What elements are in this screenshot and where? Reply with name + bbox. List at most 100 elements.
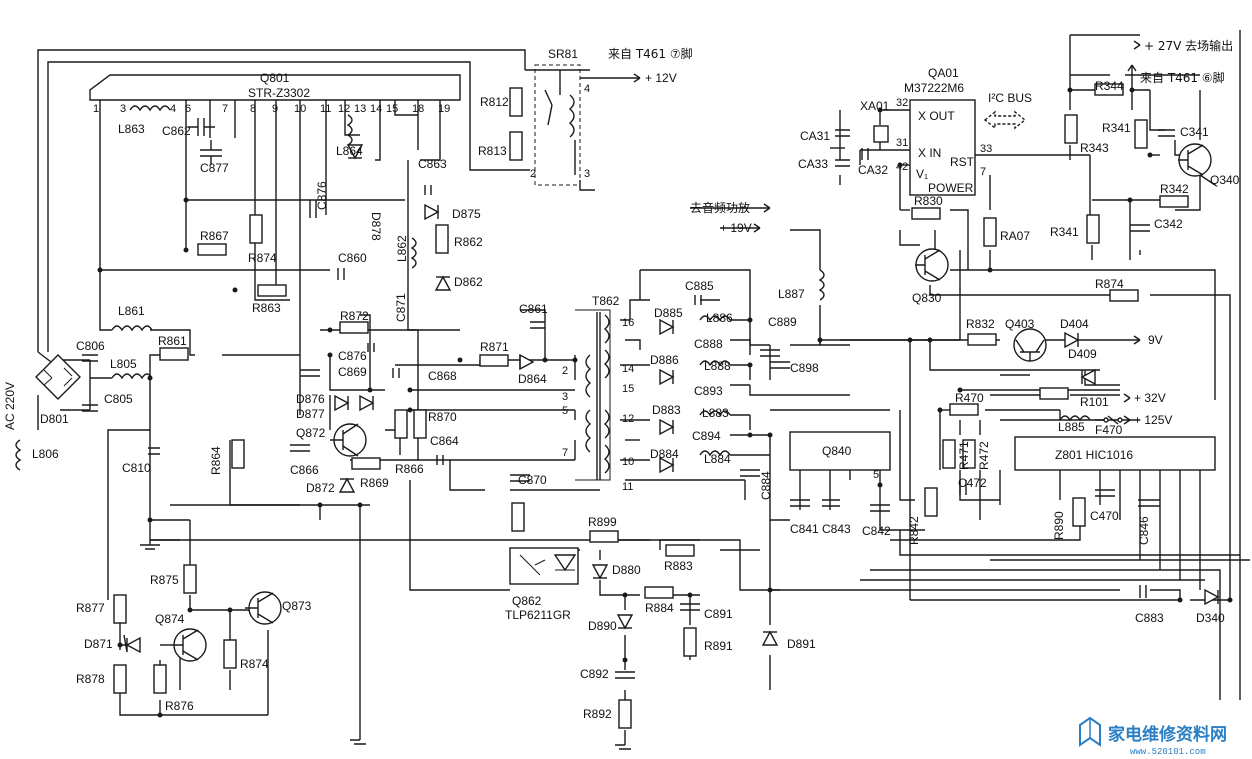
label-d884: D884 <box>650 447 679 461</box>
label-r892: R892 <box>583 707 612 721</box>
svg-text:31: 31 <box>896 137 908 149</box>
label-r341a: R341 <box>1102 121 1131 135</box>
ic-q840: Q840 5 <box>789 431 891 481</box>
label-c883: C883 <box>1135 611 1164 625</box>
watermark-name: 家电维修资料网 <box>1108 724 1227 745</box>
label-c889: C889 <box>768 315 797 329</box>
rail-12v: + 12V <box>645 71 677 85</box>
label-l864: L864 <box>336 144 363 158</box>
misc-symbols <box>140 40 1141 750</box>
label-xa01: XA01 <box>860 99 890 113</box>
label-r470: R470 <box>955 391 984 405</box>
label-r812: R812 <box>480 95 509 109</box>
label-c898: C898 <box>790 361 819 375</box>
label-c893: C893 <box>694 384 723 398</box>
rail-32v: + 32V <box>1134 391 1166 405</box>
label-r877: R877 <box>76 601 105 615</box>
svg-text:42: 42 <box>896 161 908 173</box>
svg-text:15: 15 <box>386 103 398 115</box>
label-r870: R870 <box>428 410 457 424</box>
capacitors <box>82 118 1175 679</box>
label-ca33: CA33 <box>798 157 828 171</box>
bridge-rectifier-d801 <box>35 354 81 400</box>
svg-text:3: 3 <box>584 168 590 180</box>
transformer-t862: T862 16 14 15 12 10 11 2 3 5 7 <box>562 294 634 493</box>
label-c806: C806 <box>76 339 105 353</box>
label-r342: R342 <box>1160 182 1189 196</box>
label-d883: D883 <box>652 403 681 417</box>
svg-text:5: 5 <box>562 405 568 417</box>
svg-text:12: 12 <box>338 103 350 115</box>
ic-qa01: QA01 M37222M6 X OUT X IN RST V₁ POWER 32… <box>896 66 992 196</box>
label-c888: C888 <box>694 337 723 351</box>
svg-text:14: 14 <box>370 103 382 115</box>
svg-text:5: 5 <box>873 469 879 481</box>
label-d886: D886 <box>650 353 679 367</box>
label-r867: R867 <box>200 229 229 243</box>
annotations: 来自 T461 ⑦脚 + 12V + 27V 去场输出 来自 T461 ⑥脚 去… <box>3 38 1233 430</box>
label-d864: D864 <box>518 372 547 386</box>
svg-text:11: 11 <box>320 103 331 115</box>
annotation-i2c-bus: I²C BUS <box>988 91 1032 105</box>
label-d877: D877 <box>296 407 325 421</box>
label-l886: L886 <box>706 311 733 325</box>
svg-text:16: 16 <box>622 317 634 329</box>
label-d801: D801 <box>40 412 69 426</box>
annotation-to-audio-amp: 去音频功放 <box>690 200 750 215</box>
label-c871: C871 <box>394 293 408 322</box>
label-c810: C810 <box>122 461 151 475</box>
qa01-part-label: M37222M6 <box>904 81 964 95</box>
svg-text:9: 9 <box>272 103 278 115</box>
svg-text:13: 13 <box>354 103 366 115</box>
q862-part-label: TLP6211GR <box>505 608 571 622</box>
label-d876: D876 <box>296 392 325 406</box>
label-l806: L806 <box>32 447 59 461</box>
svg-text:11: 11 <box>622 481 633 493</box>
rail-9v: 9V <box>1148 333 1163 347</box>
label-q830: Q830 <box>912 291 942 305</box>
label-c863: C863 <box>418 157 447 171</box>
svg-text:18: 18 <box>412 103 424 115</box>
label-ra07: RA07 <box>1000 229 1030 243</box>
label-r883: R883 <box>664 559 693 573</box>
label-l887: L887 <box>778 287 805 301</box>
label-r832: R832 <box>966 317 995 331</box>
svg-text:7: 7 <box>980 166 986 178</box>
label-d890: D890 <box>588 619 617 633</box>
label-c877: C877 <box>200 161 229 175</box>
label-r101: R101 <box>1080 395 1109 409</box>
svg-text:4: 4 <box>170 103 176 115</box>
label-q874: Q874 <box>155 612 185 626</box>
label-r875: R875 <box>150 573 179 587</box>
q801-ref-label: Q801 <box>260 71 290 85</box>
label-c891: C891 <box>704 607 733 621</box>
label-f470: F470 <box>1095 423 1123 437</box>
label-r874a: R874 <box>248 251 277 265</box>
label-c860: C860 <box>338 251 367 265</box>
label-r866: R866 <box>395 462 424 476</box>
svg-text:X OUT: X OUT <box>918 109 955 123</box>
label-ca31: CA31 <box>800 129 830 143</box>
svg-text:15: 15 <box>622 383 634 395</box>
label-r813: R813 <box>478 144 507 158</box>
label-d409: D409 <box>1068 347 1097 361</box>
label-ca32: CA32 <box>858 163 888 177</box>
label-c876a: C876 <box>315 181 329 210</box>
label-r874c: R874 <box>240 657 269 671</box>
qa01-ref-label: QA01 <box>928 66 959 80</box>
label-d340: D340 <box>1196 611 1225 625</box>
diodes <box>123 144 1220 654</box>
ic-z801: Z801 HIC1016 <box>1014 436 1216 471</box>
label-q403: Q403 <box>1005 317 1035 331</box>
label-r891: R891 <box>704 639 733 653</box>
label-r869: R869 <box>360 476 389 490</box>
resistors <box>113 83 1189 729</box>
label-r861: R861 <box>158 334 187 348</box>
label-l805: L805 <box>110 357 137 371</box>
label-r842: R842 <box>907 516 921 545</box>
svg-text:POWER: POWER <box>928 181 974 195</box>
label-c885: C885 <box>685 279 714 293</box>
label-l885: L885 <box>1058 420 1085 434</box>
q801-part-label: STR-Z3302 <box>248 86 310 100</box>
